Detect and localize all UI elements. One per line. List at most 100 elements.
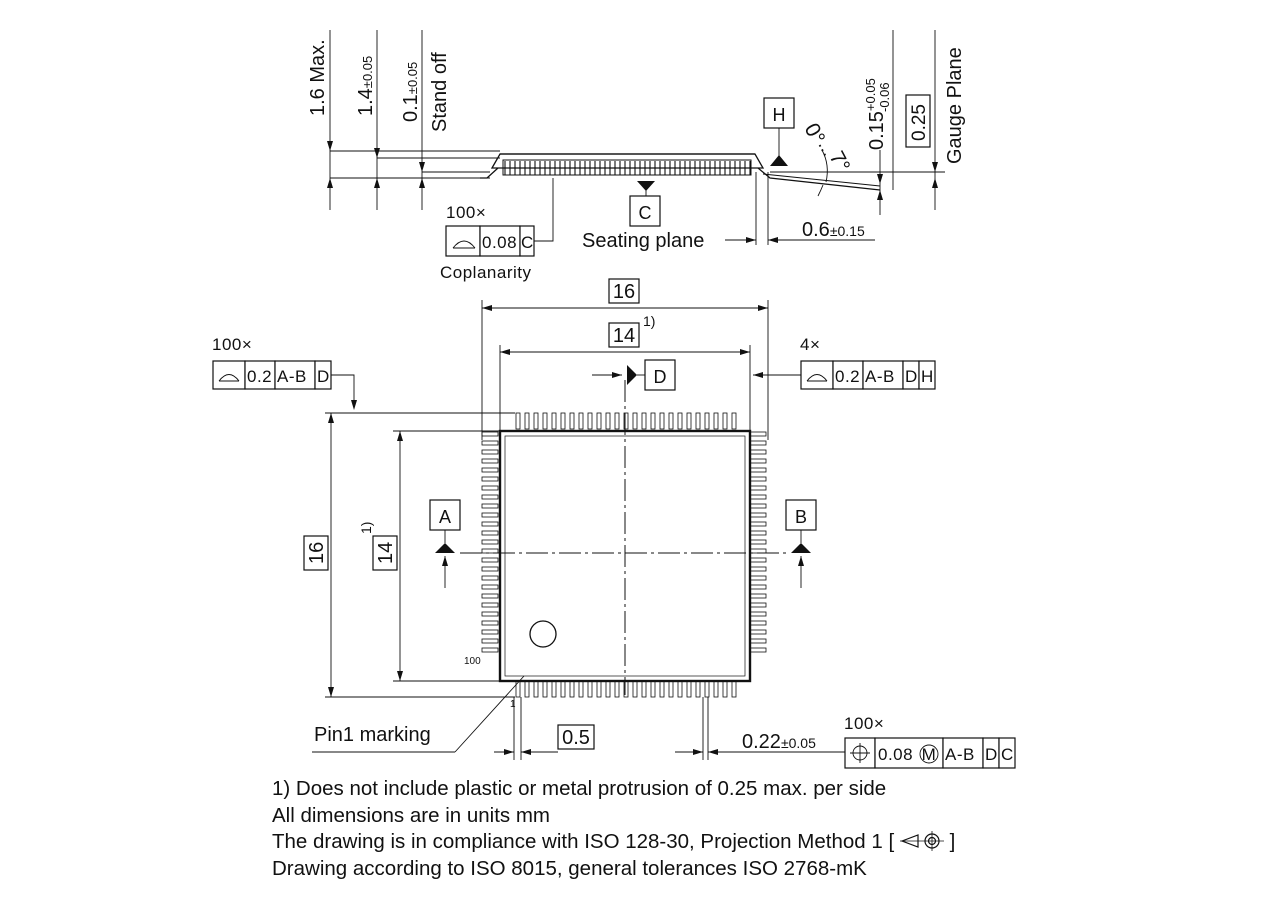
datum-a: A (429, 499, 461, 588)
lead-top (533, 412, 539, 430)
lead-top (605, 412, 611, 430)
profile-surface-icon (452, 240, 476, 249)
lead-top (632, 412, 638, 430)
lead-right (749, 602, 767, 608)
lead-right (749, 557, 767, 563)
lead-bottom (722, 680, 728, 698)
lead-left (481, 548, 499, 554)
lead-top (713, 412, 719, 430)
lead-bottom (659, 680, 665, 698)
pin-1-label: 1 (510, 699, 516, 710)
svg-text:4×: 4× (800, 335, 820, 354)
lead-top (515, 412, 521, 430)
svg-text:100×: 100× (446, 203, 486, 222)
lead-bottom (641, 680, 647, 698)
pin1-marking: Pin1 marking (312, 675, 525, 753)
lead-bottom (677, 680, 683, 698)
lead-top (587, 412, 593, 430)
svg-text:A-B: A-B (277, 367, 307, 386)
projection-method-icon (899, 831, 944, 851)
lead-bottom (650, 680, 656, 698)
lead-left (481, 566, 499, 572)
note-units: All dimensions are in units mm (272, 803, 550, 827)
lead-bottom (668, 680, 674, 698)
lead-right (749, 611, 767, 617)
lead-right (749, 476, 767, 482)
pin1-marker (529, 620, 557, 648)
lead-left (481, 629, 499, 635)
lead-top (722, 412, 728, 430)
datum-d: D (592, 359, 676, 391)
lead-right (749, 593, 767, 599)
lead-top (623, 412, 629, 430)
lead-top (695, 412, 701, 430)
svg-text:A: A (439, 507, 451, 527)
top-view-leads (481, 412, 767, 698)
lead-left (481, 485, 499, 491)
lead-right (749, 620, 767, 626)
datum-h: H (763, 97, 795, 166)
lead-bottom (596, 680, 602, 698)
lead-bottom (731, 680, 737, 698)
lead-left (481, 611, 499, 617)
lead-left (481, 620, 499, 626)
lead-top (596, 412, 602, 430)
left-profile-fcf: 100× 0.2 A-B D (212, 335, 357, 410)
lead-right (749, 566, 767, 572)
svg-text:0.08: 0.08 (878, 745, 913, 764)
lead-right (749, 575, 767, 581)
svg-text:H: H (921, 367, 934, 386)
lead-bottom (551, 680, 557, 698)
right-profile-fcf: 4× 0.2 A-B D H (753, 335, 936, 390)
note-tolerances: Drawing according to ISO 8015, general t… (272, 856, 867, 880)
lead-right (749, 449, 767, 455)
lead-left (481, 503, 499, 509)
pin-100-label: 100 (464, 656, 481, 667)
svg-text:D: D (317, 367, 330, 386)
lead-right (749, 584, 767, 590)
lead-top (542, 412, 548, 430)
gauge-plane: 0.25 Gauge Plane (770, 30, 966, 210)
note-footnote: 1) Does not include plastic or metal pro… (272, 777, 887, 800)
lead-width-dimension: 0.22±0.05 (675, 697, 845, 760)
svg-text:0.25: 0.25 (909, 104, 930, 141)
lead-bottom (560, 680, 566, 698)
lead-left (481, 458, 499, 464)
lead-top (551, 412, 557, 430)
datum-c: C Seating plane (582, 181, 704, 252)
seating-plane-label: Seating plane (582, 230, 704, 252)
lead-top (614, 412, 620, 430)
svg-text:C: C (639, 203, 652, 223)
lead-bottom (623, 680, 629, 698)
lead-left (481, 440, 499, 446)
datum-triangle-icon (791, 543, 811, 553)
lead-bottom (614, 680, 620, 698)
height-dimensions-top: 16 14 1) (303, 412, 515, 698)
lead-bottom (632, 680, 638, 698)
svg-text:0.08: 0.08 (482, 233, 517, 252)
height-dimensions (327, 30, 500, 210)
coplanarity-fcf: 100× 0.08 C Coplanarity (440, 178, 554, 282)
side-leads (504, 161, 751, 175)
lead-top (668, 412, 674, 430)
lead-bottom (686, 680, 692, 698)
svg-text:1.6 Max.: 1.6 Max. (307, 39, 329, 116)
lead-left (481, 521, 499, 527)
svg-text:1): 1) (643, 313, 655, 329)
lead-left (481, 602, 499, 608)
top-view: 16 14 1) 16 14 1) (212, 278, 1016, 769)
note-projection: The drawing is in compliance with ISO 12… (272, 830, 956, 853)
lead-left (481, 593, 499, 599)
standoff-text: Stand off (429, 52, 451, 132)
datum-triangle-icon (627, 365, 637, 385)
max-height-label: 1.6 Max. (307, 39, 329, 116)
svg-text:0.15+0.05: 0.15+0.05 (863, 78, 888, 150)
lead-right (749, 485, 767, 491)
lead-bottom (533, 680, 539, 698)
lead-bottom (515, 680, 521, 698)
lead-left (481, 512, 499, 518)
mmc-modifier-icon (919, 744, 939, 764)
lead-right (749, 647, 767, 653)
drawing-notes: 1) Does not include plastic or metal pro… (272, 776, 955, 882)
